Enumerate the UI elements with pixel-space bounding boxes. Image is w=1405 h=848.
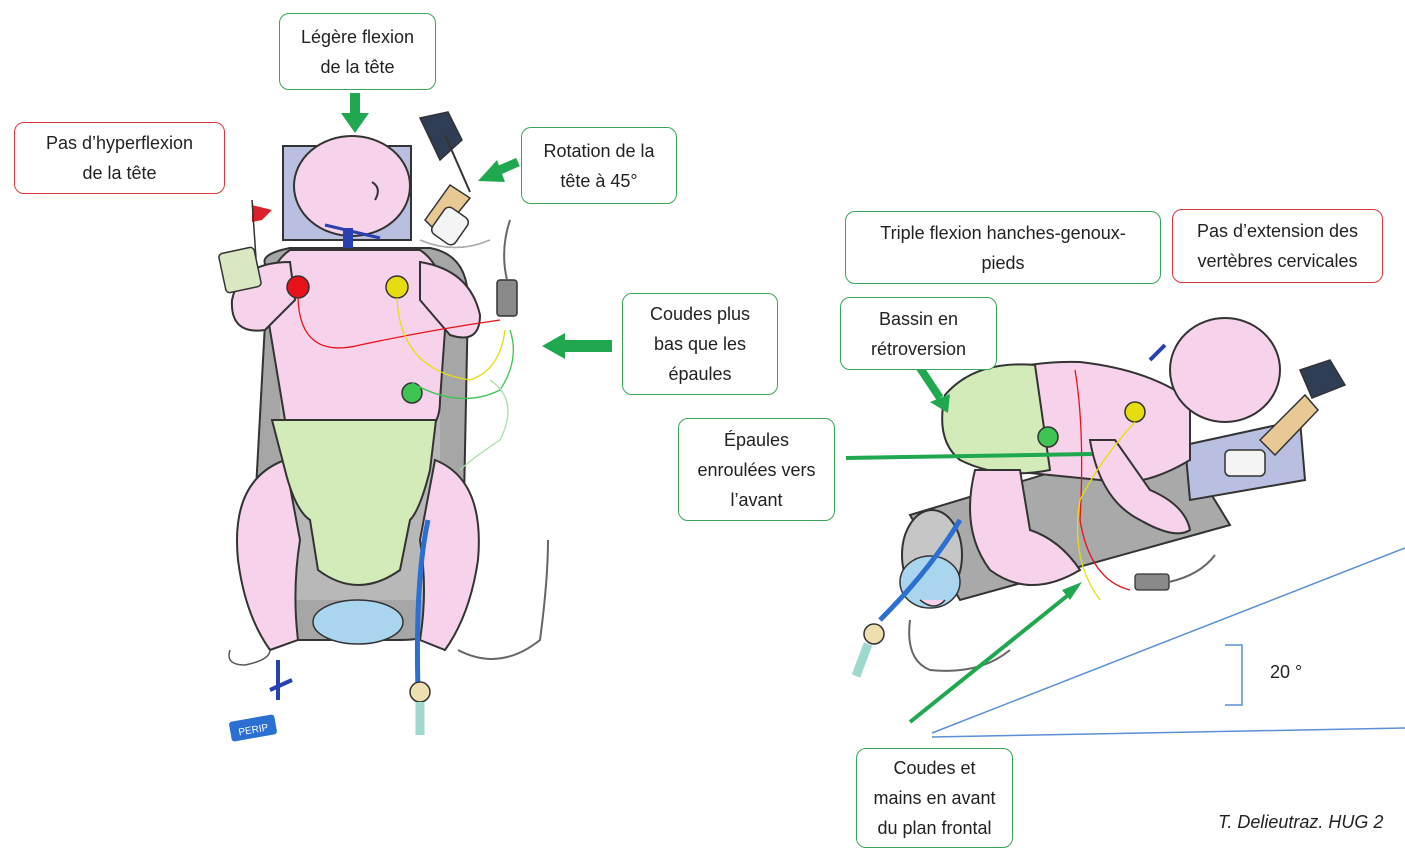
sensor-clip-side	[1135, 574, 1169, 590]
infant-right-leg	[420, 460, 479, 650]
prone-infant-illustration	[856, 318, 1345, 676]
label-coudes-mains: Coudes et mains en avant du plan frontal	[856, 748, 1013, 848]
label-epaules: Épaules enroulées vers l’avant	[678, 418, 835, 521]
angle-bracket	[1225, 645, 1242, 705]
line-coudes-mains	[910, 592, 1072, 722]
label-triple-flexion: Triple flexion hanches-genoux- pieds	[845, 211, 1161, 284]
infant-head-side	[1170, 318, 1280, 422]
red-flag	[252, 205, 272, 222]
label-pas-extension: Pas d’extension des vertèbres cervicales	[1172, 209, 1383, 283]
label-coudes-plus-bas: Coudes plus bas que les épaules	[622, 293, 778, 395]
gel-pad	[313, 600, 403, 644]
arrow-head-flexion	[341, 113, 369, 133]
credit-text: T. Delieutraz. HUG 2	[1218, 812, 1383, 833]
sensor-clip	[497, 280, 517, 316]
electrode-yellow-side	[1125, 402, 1145, 422]
incline-lower-line	[932, 728, 1405, 737]
label-bassin: Bassin en rétroversion	[840, 297, 997, 370]
label-legere-flexion: Légère flexion de la tête	[279, 13, 436, 90]
angle-label: 20 °	[1270, 662, 1302, 683]
electrode-red	[287, 276, 309, 298]
arrow-head-rotation	[478, 160, 505, 182]
electrode-green-side	[1038, 427, 1058, 447]
infant-head	[294, 136, 410, 236]
ventilation-connector	[420, 112, 471, 247]
label-pas-hyperflexion: Pas d’hyperflexion de la tête	[14, 122, 225, 194]
supine-infant-illustration: PERIP	[218, 112, 548, 742]
electrode-yellow	[386, 276, 408, 298]
label-rotation-tete: Rotation de la tête à 45°	[521, 127, 677, 204]
arrow-head-coudes	[542, 333, 565, 359]
